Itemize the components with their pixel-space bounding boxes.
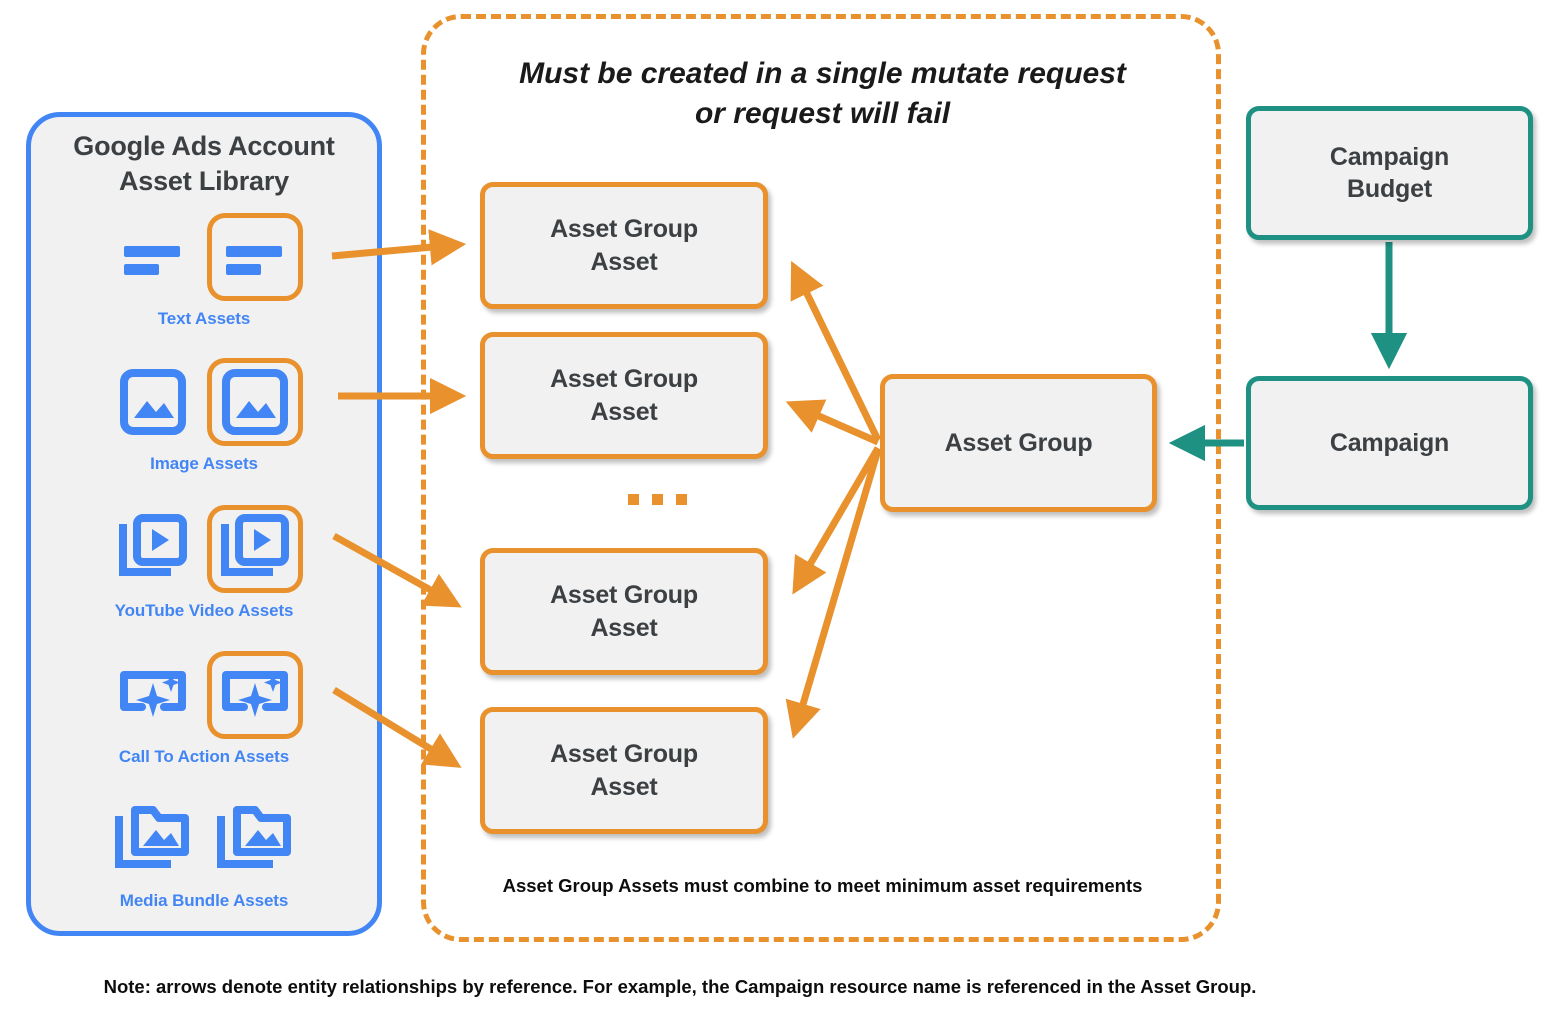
youtube-video-asset-icon	[105, 505, 201, 593]
asset-group-asset-2-line1: Asset Group	[550, 365, 698, 393]
text-assets-label: Text Assets	[157, 309, 251, 328]
image-asset-icon-group	[31, 352, 377, 452]
library-item-media-bundle-assets[interactable]: Media Bundle Assets	[31, 789, 377, 911]
asset-group-asset-4-line1: Asset Group	[550, 740, 698, 768]
ellipsis-dot-3	[676, 494, 687, 505]
asset-group-asset-1-line2: Asset	[590, 247, 658, 276]
asset-library-title-line1: Google Ads Account	[73, 131, 335, 161]
text-asset-icon-highlighted[interactable]	[207, 213, 303, 301]
mutate-request-title-line1: Must be created in a single mutate reque…	[519, 57, 1126, 90]
youtube-video-asset-icon-group	[31, 499, 377, 599]
mutate-request-title-line2: or request will fail	[694, 97, 951, 131]
asset-group-asset-1-line1: Asset Group	[550, 215, 698, 243]
footer-note: Note: arrows denote entity relationships…	[103, 976, 1257, 997]
campaign-budget-node[interactable]: Campaign Budget	[1246, 106, 1533, 240]
youtube-video-assets-label: YouTube Video Assets	[114, 601, 294, 620]
campaign-label: Campaign	[1329, 428, 1450, 457]
call-to-action-assets-label: Call To Action Assets	[118, 747, 290, 766]
call-to-action-asset-icon-highlighted[interactable]	[207, 651, 303, 739]
library-item-text-assets[interactable]: Text Assets	[31, 207, 377, 329]
asset-group-label: Asset Group	[944, 428, 1093, 457]
media-bundle-assets-label: Media Bundle Assets	[119, 891, 289, 910]
asset-group-asset-3-line2: Asset	[590, 613, 658, 642]
call-to-action-asset-icon	[105, 651, 201, 739]
asset-library-title: Google Ads Account Asset Library	[31, 129, 377, 198]
asset-group-asset-3-line1: Asset Group	[550, 581, 698, 609]
campaign-budget-line2: Budget	[1347, 175, 1432, 203]
image-asset-icon	[105, 358, 201, 446]
asset-group-asset-node-3[interactable]: Asset Group Asset	[480, 548, 768, 675]
library-item-image-assets[interactable]: Image Assets	[31, 352, 377, 474]
image-asset-icon-highlighted[interactable]	[207, 358, 303, 446]
asset-group-asset-node-1[interactable]: Asset Group Asset	[480, 182, 768, 309]
asset-group-asset-2-line2: Asset	[590, 397, 658, 426]
asset-library-panel: Google Ads Account Asset Library	[26, 112, 382, 936]
image-assets-label: Image Assets	[150, 454, 258, 473]
campaign-budget-line1: Campaign	[1329, 142, 1450, 171]
asset-group-asset-ellipsis	[628, 494, 687, 505]
mutate-request-container	[421, 14, 1221, 942]
media-bundle-asset-icon-2	[207, 795, 303, 883]
asset-group-asset-node-2[interactable]: Asset Group Asset	[480, 332, 768, 459]
asset-group-asset-node-4[interactable]: Asset Group Asset	[480, 707, 768, 834]
library-item-youtube-video-assets[interactable]: YouTube Video Assets	[31, 499, 377, 621]
text-asset-icon-group	[31, 207, 377, 307]
media-bundle-asset-icon-group	[31, 789, 377, 889]
ellipsis-dot-2	[652, 494, 663, 505]
campaign-node[interactable]: Campaign	[1246, 376, 1533, 510]
asset-group-node[interactable]: Asset Group	[880, 374, 1157, 512]
call-to-action-asset-icon-group	[31, 645, 377, 745]
text-asset-icon	[105, 213, 201, 301]
media-bundle-asset-icon	[105, 795, 201, 883]
youtube-video-asset-icon-highlighted[interactable]	[207, 505, 303, 593]
mutate-request-title: Must be created in a single mutate reque…	[440, 54, 1205, 134]
ellipsis-dot-1	[628, 494, 639, 505]
asset-library-title-line2: Asset Library	[119, 165, 289, 196]
asset-group-asset-4-line2: Asset	[590, 772, 658, 801]
library-item-call-to-action-assets[interactable]: Call To Action Assets	[31, 645, 377, 767]
mutate-request-footnote: Asset Group Assets must combine to meet …	[502, 875, 1143, 896]
